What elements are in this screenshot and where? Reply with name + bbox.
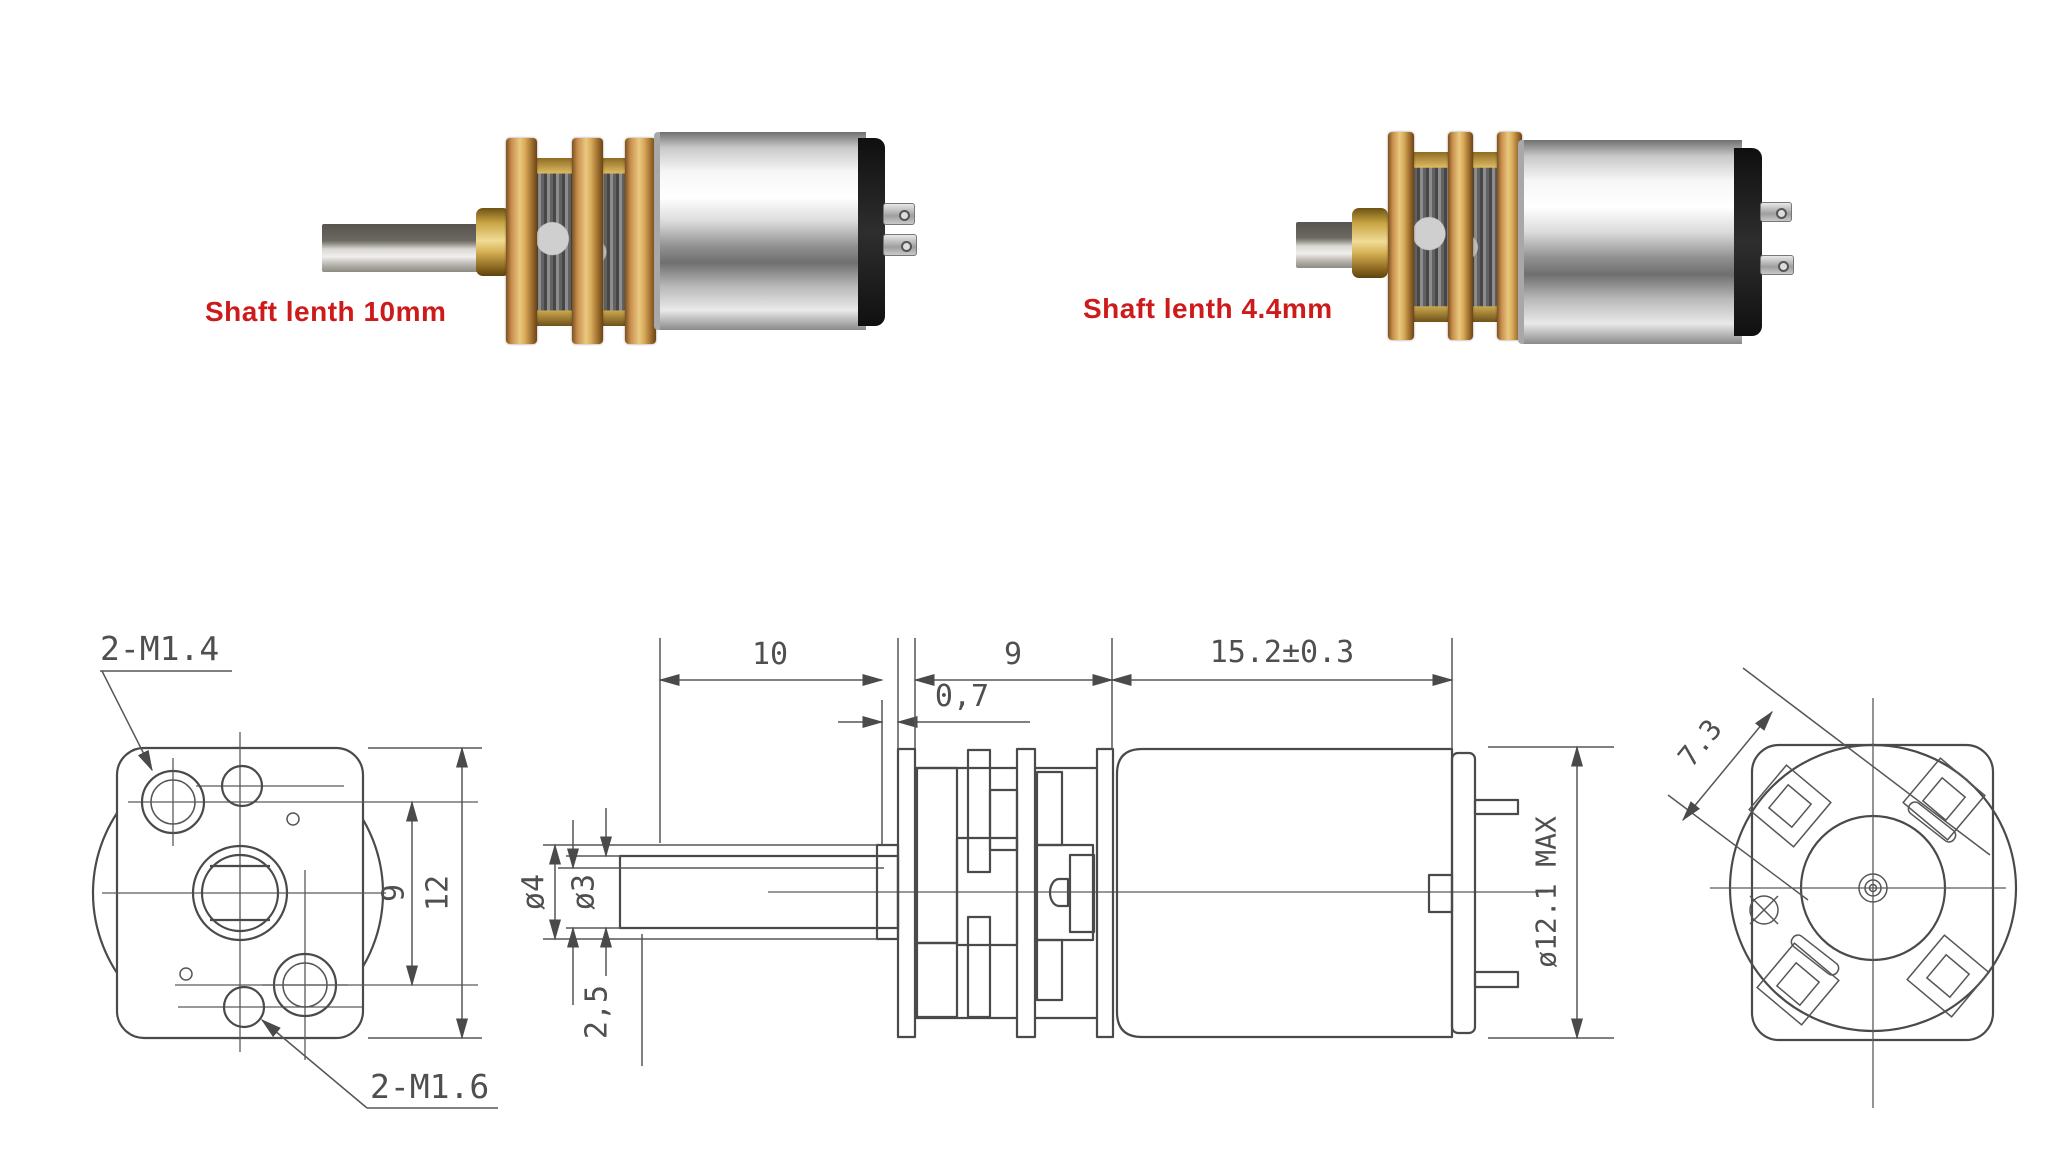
gearbox-plate <box>1448 132 1473 340</box>
svg-text:15.2±0.3: 15.2±0.3 <box>1210 635 1355 670</box>
mount-hole <box>222 985 266 1029</box>
gearbox-plate <box>506 138 537 344</box>
dim-motor-length: 15.2±0.3 <box>1110 635 1454 749</box>
svg-text:2-M1.6: 2-M1.6 <box>370 1067 489 1106</box>
dim-plate-offset: 0,7 <box>838 638 1030 845</box>
threaded-hole-m16 <box>262 952 348 1018</box>
motor-can <box>1518 140 1742 344</box>
motor-section <box>1115 747 1520 1039</box>
svg-text:2-M1.4: 2-M1.4 <box>100 629 219 668</box>
callout-2-m16: 2-M1.6 <box>260 1019 498 1109</box>
dim-boss-dia: ø4 <box>517 843 877 941</box>
dim-motor-dia: ø12.1 MAX <box>1488 745 1614 1040</box>
svg-text:7.3: 7.3 <box>1671 713 1728 773</box>
dim-shaft-flat: 2,5 <box>558 820 643 1066</box>
pin-hole <box>286 812 300 826</box>
motor-end-cap <box>858 138 885 326</box>
rear-view: 7.3 <box>1667 667 2018 1108</box>
gearbox-section <box>896 747 1115 1039</box>
dim-gearbox-length: 9 <box>913 637 1114 749</box>
crimp-tab <box>1902 757 1986 841</box>
crimp-tab <box>1756 942 1840 1026</box>
motor-shaft-long <box>322 224 480 272</box>
caption-shaft-10mm: Shaft lenth 10mm <box>205 296 447 327</box>
dim-face-height: 12 <box>368 746 482 1040</box>
mount-hole <box>220 764 264 808</box>
svg-text:ø12.1 MAX: ø12.1 MAX <box>1530 816 1563 968</box>
shaft-collar <box>1352 208 1388 278</box>
threaded-hole-m14 <box>140 758 206 846</box>
output-shaft-hole <box>191 844 289 942</box>
weld-mark <box>1749 895 1779 925</box>
side-view: ø4 ø3 2,5 10 <box>517 635 1614 1066</box>
svg-text:9: 9 <box>1004 637 1022 672</box>
svg-text:9: 9 <box>377 884 412 902</box>
crimp-tab <box>1748 764 1832 848</box>
vent-slot <box>1790 934 1840 976</box>
gearbox-plate <box>625 138 656 344</box>
callout-2-m14: 2-M1.4 <box>100 629 232 772</box>
front-view: 9 12 2-M1.4 2-M1.6 <box>91 629 498 1109</box>
dim-hole-spacing: 9 <box>377 800 418 987</box>
motor-photo-long-shaft <box>0 0 1024 380</box>
dim-shaft-length: 10 <box>658 637 884 843</box>
motor-terminal <box>883 234 917 256</box>
gearbox-plate <box>1388 132 1414 340</box>
svg-text:0,7: 0,7 <box>935 679 989 714</box>
svg-text:2,5: 2,5 <box>580 985 615 1039</box>
caption-shaft-4-4mm: Shaft lenth 4.4mm <box>1083 293 1333 324</box>
svg-text:12: 12 <box>421 875 456 911</box>
shaft-collar <box>476 208 510 276</box>
motor-shaft-short <box>1296 222 1354 268</box>
motor-terminal <box>883 203 915 225</box>
svg-text:ø3: ø3 <box>567 874 602 910</box>
pin-hole <box>179 967 193 981</box>
dim-shaft-dia: ø3 <box>566 808 620 976</box>
motor-photo-short-shaft <box>1024 0 2048 380</box>
gearbox-plate <box>1497 132 1522 340</box>
vent-slot <box>1907 801 1957 843</box>
crimp-tab <box>1906 934 1990 1018</box>
motor-terminal <box>1760 255 1794 275</box>
gearbox-plate <box>572 138 603 344</box>
svg-text:10: 10 <box>752 637 788 672</box>
motor-terminal <box>1760 202 1792 222</box>
svg-text:ø4: ø4 <box>517 874 552 910</box>
motor-can <box>654 132 866 330</box>
motor-end-cap <box>1734 148 1762 336</box>
